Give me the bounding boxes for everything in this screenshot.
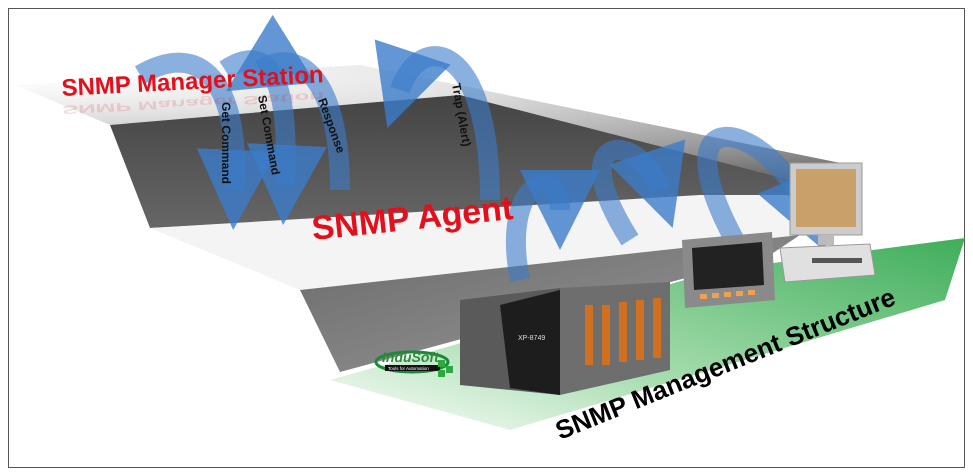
svg-text:XP-8749: XP-8749 xyxy=(518,335,545,342)
response-arrow xyxy=(226,14,350,191)
agent-arrow-1 xyxy=(505,169,600,282)
touch-panel-image xyxy=(682,232,775,308)
svg-text:Tools for Automation: Tools for Automation xyxy=(388,366,429,371)
pc-workstation-image xyxy=(779,162,876,283)
trap-arrow xyxy=(374,39,500,201)
get-command-arrow xyxy=(134,52,277,230)
pac-controller-image: XP-8749 xyxy=(460,282,670,395)
get-command-label: Get Command xyxy=(219,102,233,184)
svg-text:InduSoft: InduSoft xyxy=(382,349,440,365)
indusoft-logo: InduSoft Tools for Automation xyxy=(374,349,453,377)
agent-arrow-2 xyxy=(591,139,686,246)
